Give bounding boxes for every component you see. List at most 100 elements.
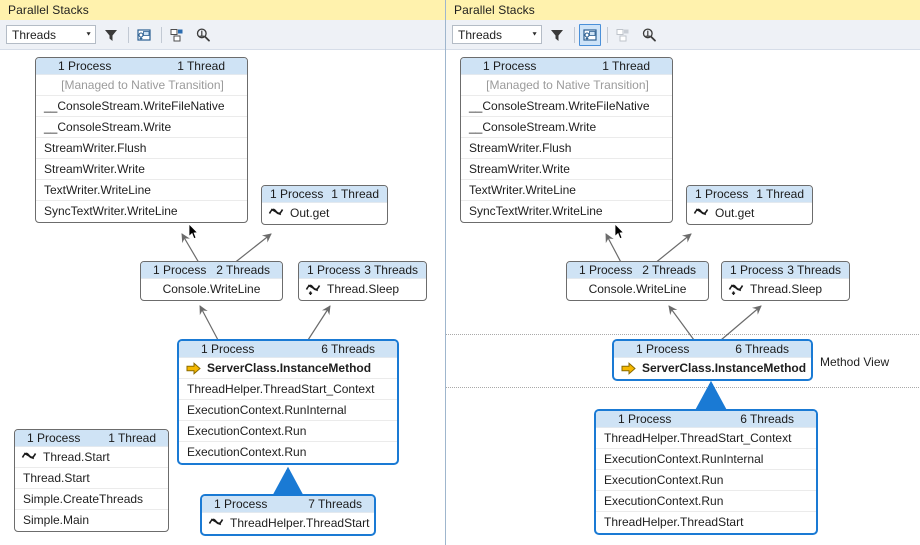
filter-icon[interactable] <box>546 24 568 46</box>
toolbar-separator <box>161 26 162 43</box>
stack-frame-row[interactable]: ServerClass.InstanceMethod <box>614 358 811 379</box>
method-view-band-top-divider <box>446 334 920 335</box>
stack-frame-label: Thread.Sleep <box>327 282 400 296</box>
process-count: 1 Process <box>214 497 268 511</box>
stack-frame-label: __ConsoleStream.Write <box>44 120 172 134</box>
process-count: 1 Process <box>201 342 255 356</box>
filter-icon[interactable] <box>100 24 122 46</box>
stack-frame-label: Out.get <box>290 206 330 220</box>
zoom-icon[interactable] <box>638 24 660 46</box>
stack-frame-row[interactable]: __ConsoleStream.WriteFileNative <box>461 96 672 117</box>
stack-frame-row[interactable]: ServerClass.InstanceMethod <box>179 358 397 379</box>
panel-title-bar-right: Parallel Stacks <box>446 0 920 20</box>
stack-frame-row[interactable]: __ConsoleStream.Write <box>461 117 672 138</box>
stack-frame-row[interactable]: StreamWriter.Write <box>36 159 247 180</box>
auto-scroll-icon[interactable] <box>166 24 188 46</box>
stack-frame-row[interactable]: StreamWriter.Flush <box>36 138 247 159</box>
auto-scroll-icon <box>612 24 634 46</box>
view-mode-dropdown-left[interactable]: Threads ▼ <box>6 25 96 44</box>
stack-frame-label: SyncTextWriter.WriteLine <box>44 204 178 218</box>
stack-frame-row[interactable]: Out.get <box>262 203 387 224</box>
stack-frame-row[interactable]: SyncTextWriter.WriteLine <box>36 201 247 222</box>
stack-frame-label: Console.WriteLine <box>588 282 687 296</box>
stack-frame-label: Simple.Main <box>23 513 90 527</box>
stack-frame-row[interactable]: Console.WriteLine <box>141 279 282 300</box>
process-count: 1 Process <box>730 263 784 277</box>
stack-frame-row[interactable]: ExecutionContext.RunInternal <box>179 400 397 421</box>
process-count: 1 Process <box>618 412 672 426</box>
thread-count: 2 Threads <box>216 263 270 277</box>
toolbar-separator <box>574 26 575 43</box>
stack-frame-row[interactable]: StreamWriter.Write <box>461 159 672 180</box>
stack-frame-row[interactable]: ExecutionContext.Run <box>596 470 816 491</box>
parallel-stacks-panel-left: Parallel Stacks Threads ▼ <box>0 0 445 545</box>
stack-frame-row[interactable]: StreamWriter.Flush <box>461 138 672 159</box>
panel-title-right: Parallel Stacks <box>454 3 535 17</box>
stack-frame-row[interactable]: TextWriter.WriteLine <box>461 180 672 201</box>
current-frame-arrow-icon <box>186 362 201 375</box>
stack-frame-row[interactable]: ThreadHelper.ThreadStart_Context <box>179 379 397 400</box>
threads-wavy-multi-icon <box>305 284 321 295</box>
process-count: 1 Process <box>483 59 537 73</box>
stack-frame-row[interactable]: Thread.Sleep <box>299 279 426 300</box>
view-mode-value-right: Threads <box>458 27 503 42</box>
method-view-icon[interactable] <box>579 23 601 46</box>
threads-wavy-icon <box>208 518 224 526</box>
thread-count: 3 Threads <box>787 263 841 277</box>
stack-frame-row[interactable]: Console.WriteLine <box>567 279 708 300</box>
stack-frame-row[interactable]: Simple.CreateThreads <box>15 489 168 510</box>
stack-frame-label: __ConsoleStream.WriteFileNative <box>44 99 225 113</box>
stack-frame-label: SyncTextWriter.WriteLine <box>469 204 603 218</box>
stack-frame-label: ThreadHelper.ThreadStart_Context <box>604 431 792 445</box>
stack-frame-label: Console.WriteLine <box>162 282 261 296</box>
toolbar-separator <box>607 26 608 43</box>
stack-frame-row[interactable]: ThreadHelper.ThreadStart <box>202 513 374 534</box>
process-count: 1 Process <box>153 263 207 277</box>
stack-frame-row[interactable]: Simple.Main <box>15 510 168 531</box>
view-mode-dropdown-right[interactable]: Threads ▼ <box>452 25 542 44</box>
stack-frame-row[interactable]: ThreadHelper.ThreadStart_Context <box>596 428 816 449</box>
stack-frame-label: __ConsoleStream.Write <box>469 120 597 134</box>
stack-frame-label: __ConsoleStream.WriteFileNative <box>469 99 650 113</box>
thread-count: 1 Thread <box>331 187 379 201</box>
zoom-icon[interactable] <box>192 24 214 46</box>
stack-frame-row[interactable]: ExecutionContext.Run <box>179 421 397 442</box>
stack-frame-row[interactable]: TextWriter.WriteLine <box>36 180 247 201</box>
stack-frame-row[interactable]: Thread.Start <box>15 447 168 468</box>
stack-frame-label: ExecutionContext.Run <box>604 473 724 487</box>
stack-frame-row[interactable]: Thread.Sleep <box>722 279 849 300</box>
stack-frame-row[interactable]: Thread.Start <box>15 468 168 489</box>
stack-frame-row[interactable]: ExecutionContext.Run <box>596 491 816 512</box>
stack-frame-row[interactable]: [Managed to Native Transition] <box>36 75 247 96</box>
stack-frame-row[interactable]: ExecutionContext.RunInternal <box>596 449 816 470</box>
stack-frame-row[interactable]: SyncTextWriter.WriteLine <box>461 201 672 222</box>
stack-frame-row[interactable]: ExecutionContext.Run <box>179 442 397 463</box>
stack-frame-label: StreamWriter.Write <box>44 162 145 176</box>
stack-frame-label: ServerClass.InstanceMethod <box>207 361 372 375</box>
method-view-icon[interactable] <box>133 24 155 46</box>
stack-frame-row[interactable]: __ConsoleStream.WriteFileNative <box>36 96 247 117</box>
stack-frame-row[interactable]: ThreadHelper.ThreadStart <box>596 512 816 533</box>
stack-frame-label: Thread.Start <box>23 471 90 485</box>
stack-frame-label: Thread.Sleep <box>750 282 823 296</box>
stack-frame-row[interactable]: __ConsoleStream.Write <box>36 117 247 138</box>
method-view-label: Method View <box>820 355 890 369</box>
stack-frame-row[interactable]: Out.get <box>687 203 812 224</box>
stack-frame-row[interactable]: [Managed to Native Transition] <box>461 75 672 96</box>
